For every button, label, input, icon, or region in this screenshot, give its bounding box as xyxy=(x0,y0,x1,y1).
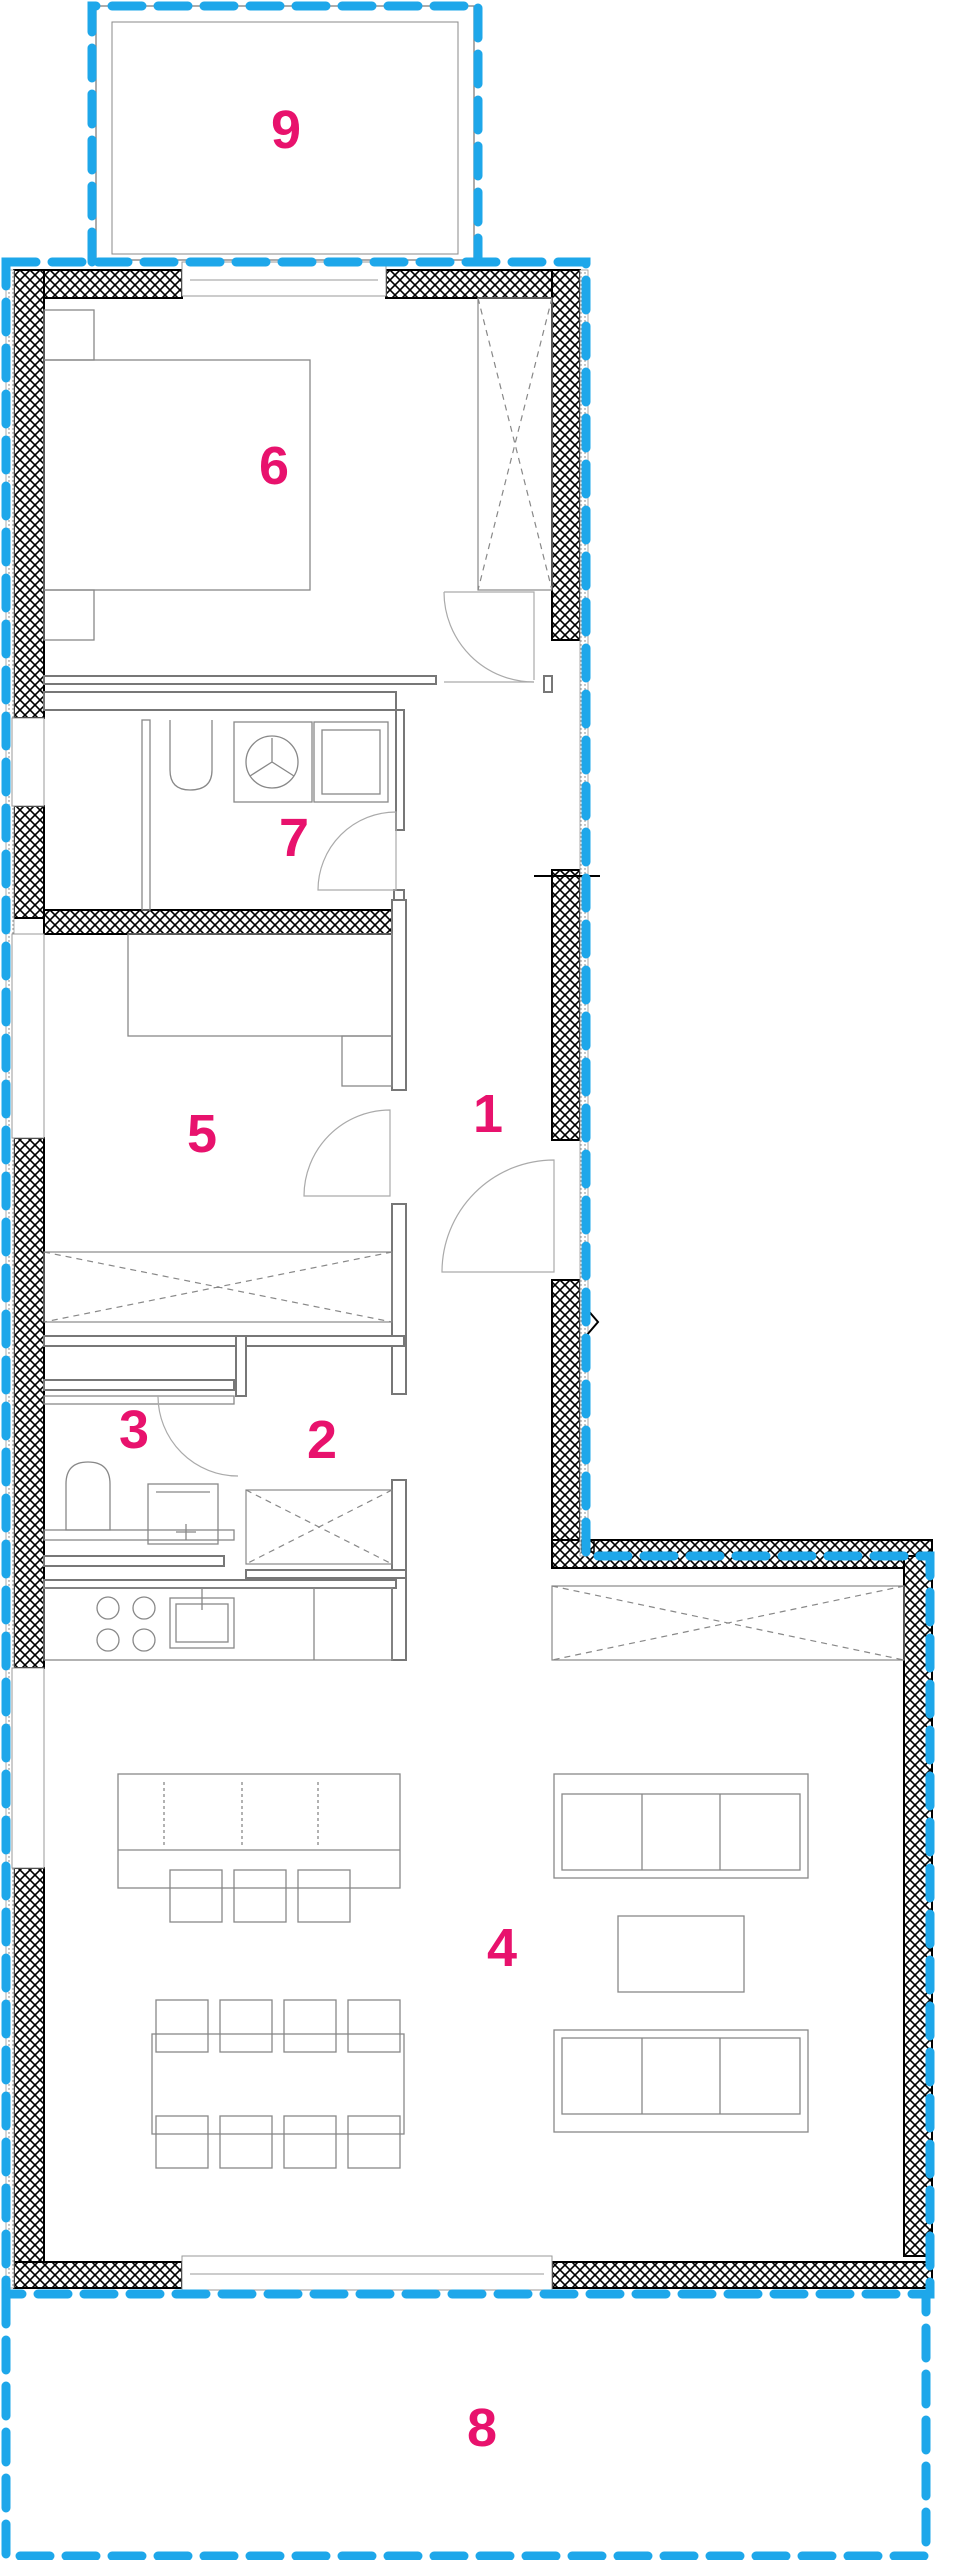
partitions xyxy=(43,675,553,1661)
kitchen-island xyxy=(117,1773,401,1923)
room-label-9: 9 xyxy=(271,100,301,160)
bath-7-fixtures xyxy=(141,719,389,911)
room-label-6: 6 xyxy=(259,436,289,496)
living-sofas xyxy=(553,1773,809,2133)
room-labels: 1 2 3 4 5 6 7 8 9 xyxy=(119,100,517,2458)
bed-6 xyxy=(43,309,311,641)
kitchen-counter xyxy=(43,1587,393,1661)
room-label-2: 2 xyxy=(307,1410,337,1470)
room-label-5: 5 xyxy=(187,1104,217,1164)
area-boundary xyxy=(1,1,935,2560)
room-label-3: 3 xyxy=(119,1400,149,1460)
room-label-4: 4 xyxy=(487,1918,517,1978)
windows xyxy=(11,261,553,2291)
bath-3-fixtures xyxy=(43,1395,235,1545)
room-label-8: 8 xyxy=(467,2398,497,2458)
dining-table xyxy=(151,1999,405,2169)
room-label-7: 7 xyxy=(279,808,309,868)
wall-skin xyxy=(5,269,589,2289)
room-label-1: 1 xyxy=(473,1084,503,1144)
exterior-walls xyxy=(13,269,933,2289)
bed-5 xyxy=(127,933,393,1087)
door-swings xyxy=(157,591,555,1477)
wardrobes xyxy=(43,297,905,1661)
